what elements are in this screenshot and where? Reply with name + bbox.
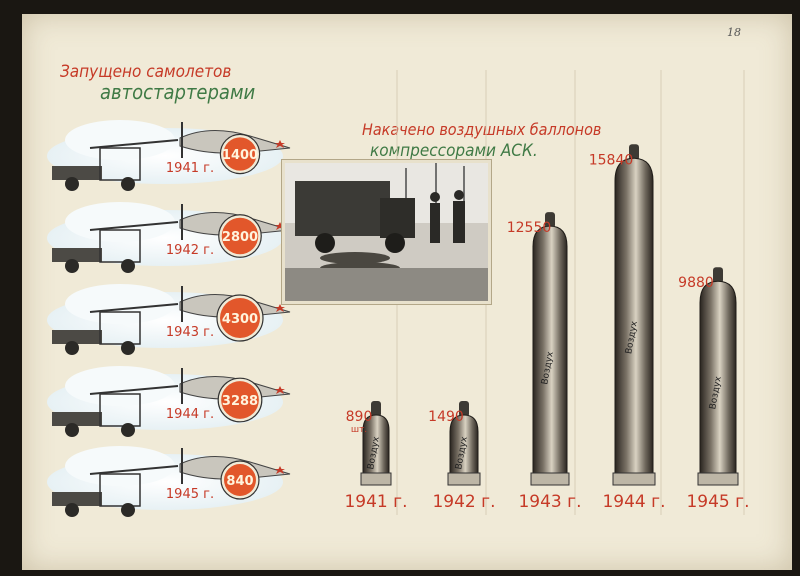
year-label: 1945 г. — [686, 492, 749, 512]
page-number: 18 — [727, 26, 741, 39]
wheel-icon — [65, 423, 79, 437]
left-title-line1: Запущено самолетов — [60, 62, 232, 82]
value-circle — [220, 298, 260, 338]
year-label: 1943 г. — [518, 492, 581, 512]
cylinder-base — [612, 472, 656, 486]
value-label: 12550 — [507, 220, 552, 236]
cylinder-valve-icon — [459, 401, 469, 417]
cylinder-body — [449, 414, 479, 486]
truck-body-icon — [52, 492, 102, 506]
year-label: 1941 г. — [166, 161, 214, 176]
truck-body-icon — [52, 412, 102, 426]
cylinder-body — [532, 225, 568, 486]
value-label: 9880 — [678, 275, 714, 291]
starter-row-1941: 1400 1941 г. — [47, 120, 291, 191]
starter-row-1944: 3288 1944 г. — [47, 366, 291, 437]
unit-label: шт. — [351, 425, 367, 435]
starter-arm-icon — [89, 465, 179, 475]
wheel-icon — [65, 177, 79, 191]
cloud — [65, 202, 175, 242]
truck-cab-icon — [99, 311, 141, 345]
year-label: 1943 г. — [166, 325, 214, 340]
cylinder-base — [447, 472, 481, 486]
photo-image — [285, 163, 488, 301]
cloud — [65, 284, 175, 324]
wheel-icon — [121, 423, 135, 437]
year-label: 1944 г. — [166, 407, 214, 422]
truck-body-icon — [52, 330, 102, 344]
starter-arm-icon — [89, 139, 179, 149]
cylinder-base — [360, 472, 392, 486]
year-label: 1945 г. — [166, 487, 214, 502]
cylinder-base — [697, 472, 739, 486]
wheel-icon — [65, 341, 79, 355]
cylinder-valve-icon — [371, 401, 381, 417]
value-label: 4300 — [222, 312, 258, 327]
cylinder-body — [699, 280, 737, 486]
cloud — [65, 366, 175, 406]
wheel-icon — [65, 259, 79, 273]
year-label: 1942 г. — [166, 243, 214, 258]
red-star-icon — [275, 386, 285, 394]
value-circle — [221, 217, 259, 255]
year-label: 1944 г. — [602, 492, 665, 512]
cylinder-valve-icon — [629, 144, 639, 161]
value-label: 3288 — [222, 394, 258, 409]
starter-arm-icon — [89, 303, 179, 313]
truck-cab-icon — [99, 229, 141, 263]
cylinder-base — [530, 472, 570, 486]
truck-body-icon — [52, 248, 102, 262]
red-star-icon — [275, 304, 285, 312]
left-title-line2: автостартерами — [100, 80, 256, 104]
year-label: 1941 г. — [344, 492, 407, 512]
red-star-icon — [275, 140, 285, 148]
cloud — [65, 446, 175, 486]
starter-row-1945: 840 1945 г. — [47, 446, 291, 517]
archive-photo — [281, 159, 492, 305]
value-label: 15840 — [589, 152, 634, 168]
starter-arm-icon — [89, 385, 179, 395]
value-label: 890 — [346, 409, 373, 425]
wheel-icon — [121, 177, 135, 191]
truck-body-icon — [52, 166, 102, 180]
starter-row-1943: 4300 1943 г. — [47, 284, 291, 355]
right-title-line2: компрессорами АСК. — [370, 141, 538, 161]
wheel-icon — [121, 259, 135, 273]
truck-cab-icon — [99, 393, 141, 427]
wheel-icon — [121, 341, 135, 355]
cylinder-valve-icon — [545, 212, 555, 229]
wheel-icon — [65, 503, 79, 517]
red-star-icon — [275, 466, 285, 474]
wheel-icon — [121, 503, 135, 517]
left-infographic: 1400 1941 г. 2800 1942 г. 4300 1943 г. 3288 194… — [47, 120, 291, 517]
truck-cab-icon — [99, 473, 141, 507]
cylinder-body — [362, 414, 390, 486]
cylinder-body — [614, 157, 654, 486]
value-label: 2800 — [222, 230, 258, 245]
starter-row-1942: 2800 1942 г. — [47, 202, 291, 273]
starter-arm-icon — [89, 221, 179, 231]
value-label: 1400 — [222, 148, 258, 163]
right-title-line1: Накачено воздушных баллонов — [362, 120, 602, 139]
cylinder-valve-icon — [713, 267, 723, 284]
value-circle — [221, 381, 259, 419]
value-circle — [223, 137, 257, 171]
truck-cab-icon — [99, 147, 141, 181]
year-label: 1942 г. — [432, 492, 495, 512]
value-label: 840 — [226, 474, 253, 489]
value-label: 1490 — [428, 409, 464, 425]
value-circle — [224, 464, 256, 496]
cloud — [65, 120, 175, 160]
